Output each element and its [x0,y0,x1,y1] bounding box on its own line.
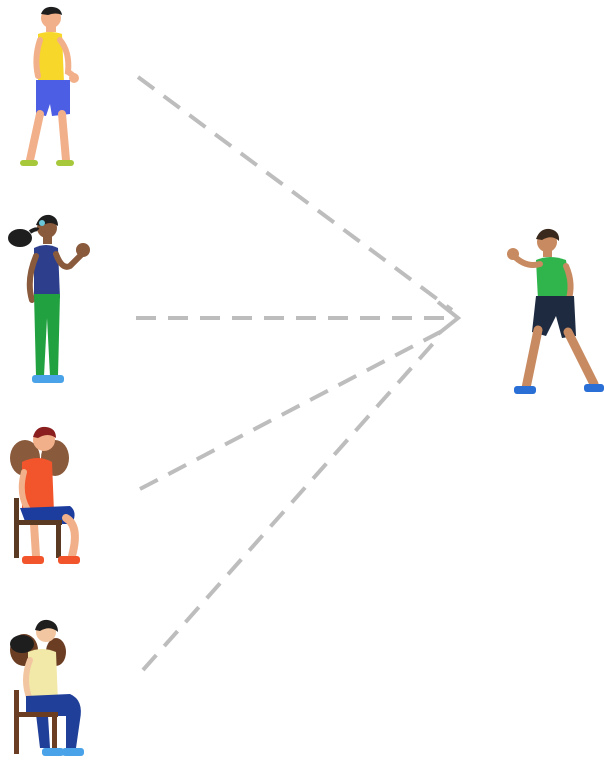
seated-woman-figure [10,620,84,756]
connection-line-4 [143,338,438,670]
connection-line-3 [140,330,444,489]
standing-boy-figure [20,7,79,166]
standing-man-waving-figure [507,229,604,394]
seated-man-figure [10,427,80,564]
standing-girl-waving-figure [8,215,90,383]
connection-line-1 [138,77,452,310]
connections [136,77,452,670]
